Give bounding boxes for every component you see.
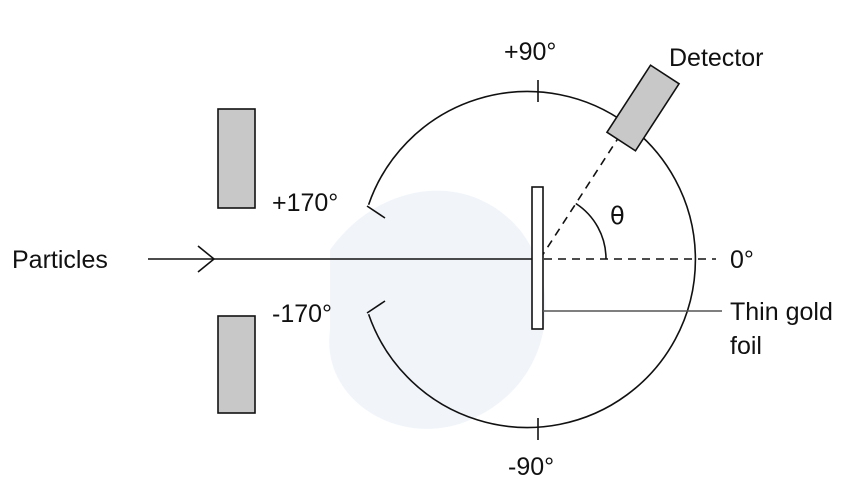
foil-label-line1: Thin gold bbox=[730, 298, 833, 326]
collimator-block-bottom bbox=[217, 315, 256, 414]
tick-minus170 bbox=[366, 300, 386, 314]
watermark bbox=[329, 190, 546, 429]
angle-plus170-label: +170° bbox=[272, 189, 338, 217]
theta-label: θ bbox=[610, 202, 625, 230]
angle-minus170-label: -170° bbox=[272, 300, 332, 328]
gold-foil bbox=[531, 186, 544, 330]
detector-line bbox=[539, 125, 627, 260]
angle-scale-arc bbox=[367, 90, 697, 429]
angle-minus90-label: -90° bbox=[508, 453, 554, 481]
detector bbox=[605, 64, 681, 152]
theta-arc bbox=[575, 202, 607, 260]
particles-label: Particles bbox=[12, 246, 108, 274]
angle-plus90-label: +90° bbox=[504, 38, 556, 66]
tick-plus170 bbox=[366, 205, 386, 219]
angle-zero-label: 0° bbox=[730, 246, 754, 274]
detector-label: Detector bbox=[669, 44, 763, 72]
foil-label-line2: foil bbox=[730, 332, 762, 360]
beam-arrow-head bbox=[197, 245, 216, 273]
collimator-block-top bbox=[217, 108, 256, 209]
